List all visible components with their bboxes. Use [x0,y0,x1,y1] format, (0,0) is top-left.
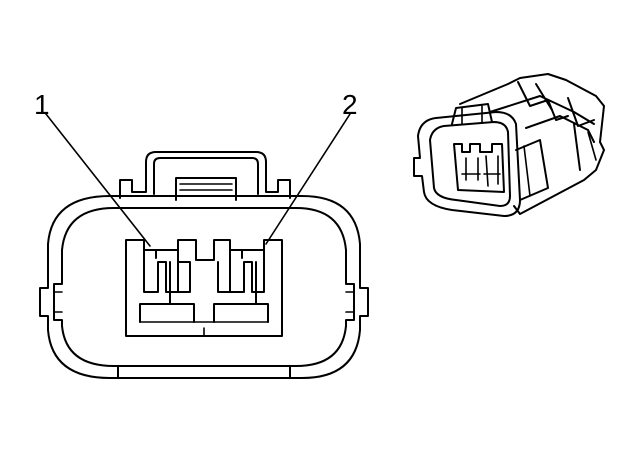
pin-2-leader-line [265,113,351,245]
connector-housing [39,195,369,379]
pin-label-1: 1 [34,89,50,120]
terminal-cavity-block [125,239,283,337]
terminal-pin-2 [217,249,265,305]
connector-face-view: 1 2 [34,89,369,379]
pin-1-leader-line [45,113,151,247]
pin-label-2: 2 [342,89,358,120]
lock-tab [119,151,291,201]
connector-isometric-view [413,73,605,217]
terminal-pin-1 [143,249,191,305]
